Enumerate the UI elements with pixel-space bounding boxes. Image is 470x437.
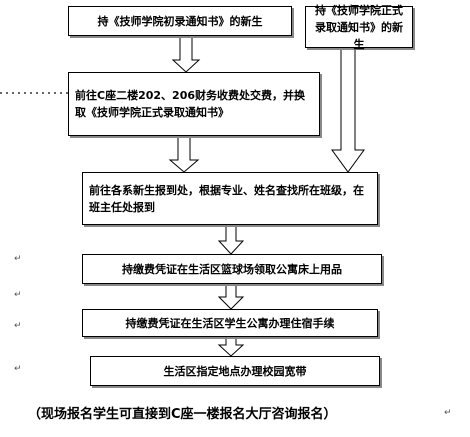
- step-box-formal-notice: 持《技师学院正式录取通知书》的新生: [305, 4, 413, 51]
- step-text: 持《技师学院正式录取通知书》的新生: [315, 3, 403, 51]
- arrow-3-to-4: [168, 135, 200, 173]
- arrow-2-to-4: [331, 46, 365, 173]
- step-text: 前往各系新生报到处，根据专业、姓名查找所在班级，在班主任处报到: [89, 183, 364, 214]
- step-box-department-registration: 前往各系新生报到处，根据专业、姓名查找所在班级，在班主任处报到: [82, 172, 378, 225]
- paragraph-mark: ↵: [444, 408, 452, 418]
- step-box-pay-fees: 前往C座二楼202、206财务收费处交费，并换取《技师学院正式录取通知书》: [68, 72, 320, 136]
- step-text: 持缴费凭证在生活区篮球场领取公寓床上用品: [122, 262, 342, 276]
- step-box-collect-bedding: 持缴费凭证在生活区篮球场领取公寓床上用品: [82, 254, 382, 284]
- paragraph-mark: ↵: [14, 290, 22, 300]
- step-text: 生活区指定地点办理校园宽带: [163, 364, 307, 378]
- step-text: 持缴费凭证在生活区学生公寓办理住宿手续: [125, 316, 335, 330]
- paragraph-mark: ↵: [14, 254, 22, 264]
- step-text: 持《技师学院初录通知书》的新生: [97, 14, 263, 28]
- step-box-preliminary-notice: 持《技师学院初录通知书》的新生: [68, 6, 292, 36]
- arrow-5-to-6: [217, 283, 245, 310]
- arrow-4-to-5: [217, 224, 245, 255]
- paragraph-mark: ↵: [14, 321, 22, 331]
- step-box-dormitory-checkin: 持缴费凭证在生活区学生公寓办理住宿手续: [82, 309, 378, 337]
- arrow-6-to-7: [217, 336, 245, 357]
- arrow-1-to-3: [171, 34, 201, 73]
- footnote: （现场报名学生可直接到C座一楼报名大厅咨询报名）: [28, 407, 337, 422]
- step-box-campus-broadband: 生活区指定地点办理校园宽带: [90, 356, 380, 386]
- step-text: 前往C座二楼202、206财务收费处交费，并换取《技师学院正式录取通知书》: [75, 89, 305, 119]
- paragraph-mark: ↵: [14, 364, 22, 374]
